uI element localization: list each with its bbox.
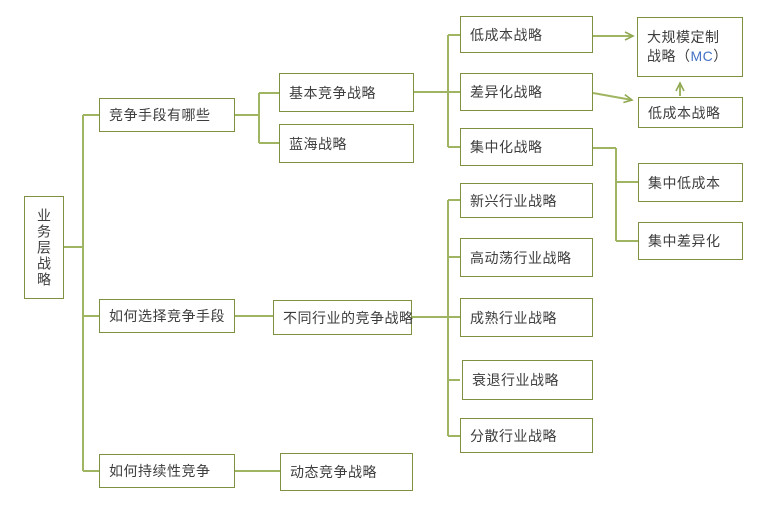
node-differentiation-strategy[interactable]: 差异化战略 — [460, 73, 593, 111]
mass-customization-line2-suffix: ） — [713, 48, 728, 64]
node-root-business-level-strategy[interactable]: 业务层战略 — [24, 196, 64, 299]
mc-code-text: MC — [690, 48, 714, 64]
mass-customization-line2: 战略（MC） — [647, 47, 728, 66]
node-low-cost-strategy-right[interactable]: 低成本战略 — [638, 97, 743, 128]
node-mass-customization-strategy[interactable]: 大规模定制 战略（MC） — [637, 17, 743, 77]
mass-customization-line1: 大规模定制 — [647, 29, 720, 45]
node-how-to-choose[interactable]: 如何选择竞争手段 — [99, 299, 235, 333]
connector-arrow — [592, 92, 634, 104]
node-competition-means[interactable]: 竞争手段有哪些 — [99, 98, 235, 132]
node-focused-differentiation[interactable]: 集中差异化 — [638, 222, 743, 260]
node-how-to-sustain[interactable]: 如何持续性竞争 — [99, 454, 235, 488]
node-industry-competition-strategies[interactable]: 不同行业的竞争战略 — [273, 300, 413, 335]
node-focused-low-cost[interactable]: 集中低成本 — [638, 163, 743, 202]
node-low-cost-strategy[interactable]: 低成本战略 — [460, 16, 593, 53]
node-focus-strategy[interactable]: 集中化战略 — [460, 128, 593, 166]
node-basic-competition-strategy[interactable]: 基本竞争战略 — [279, 73, 414, 112]
node-mature-industry-strategy[interactable]: 成熟行业战略 — [460, 298, 593, 337]
node-turbulent-industry-strategy[interactable]: 高动荡行业战略 — [460, 238, 593, 277]
connector-lines — [64, 31, 685, 472]
mass-customization-line2-prefix: 战略（ — [647, 48, 691, 64]
node-emerging-industry-strategy[interactable]: 新兴行业战略 — [460, 183, 593, 218]
node-declining-industry-strategy[interactable]: 衰退行业战略 — [462, 360, 593, 400]
node-fragmented-industry-strategy[interactable]: 分散行业战略 — [460, 418, 593, 453]
node-blue-ocean-strategy[interactable]: 蓝海战略 — [279, 124, 414, 163]
node-dynamic-competition-strategy[interactable]: 动态竞争战略 — [280, 453, 413, 491]
